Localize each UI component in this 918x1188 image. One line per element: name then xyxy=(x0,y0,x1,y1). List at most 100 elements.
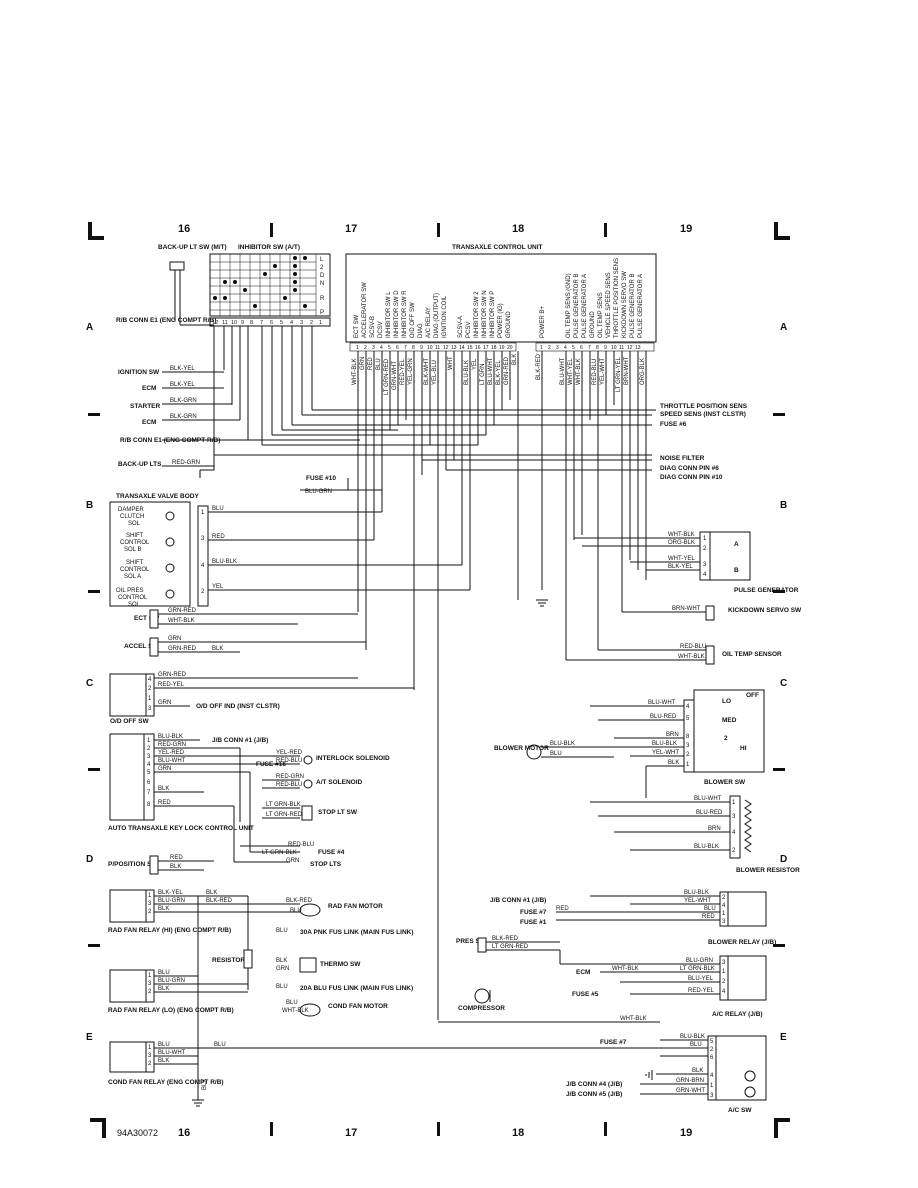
svg-text:8: 8 xyxy=(147,802,151,808)
svg-text:BLU-WHT: BLU-WHT xyxy=(158,1050,186,1056)
svg-text:A/C RELAY: A/C RELAY xyxy=(426,307,432,338)
blower-resistor-label: BLOWER RESISTOR xyxy=(736,867,800,874)
svg-text:BLK: BLK xyxy=(158,906,169,912)
svg-text:2: 2 xyxy=(320,265,324,271)
svg-text:A: A xyxy=(734,541,739,548)
svg-text:GRN-RED: GRN-RED xyxy=(504,356,510,385)
svg-text:1: 1 xyxy=(686,762,690,768)
wire-blk-yel-2: BLK-YEL xyxy=(170,382,195,388)
inhibitor-wires xyxy=(174,270,313,470)
svg-text:11: 11 xyxy=(222,320,228,326)
svg-text:BLK-RED: BLK-RED xyxy=(536,353,542,380)
svg-text:BLK-RED: BLK-RED xyxy=(492,936,519,942)
svg-text:P: P xyxy=(320,310,324,316)
svg-text:7: 7 xyxy=(260,320,263,326)
svg-text:LT GRN-RED: LT GRN-RED xyxy=(266,812,303,818)
svg-text:BLU-GRN: BLU-GRN xyxy=(686,958,713,964)
thermo-sw-label: THERMO SW xyxy=(320,961,361,968)
ac-sw-label: A/C SW xyxy=(728,1107,752,1114)
svg-text:GRN-WHT: GRN-WHT xyxy=(392,361,398,390)
svg-text:GROUND: GROUND xyxy=(506,311,512,338)
wire-blu-grn: BLU-GRN xyxy=(305,489,332,495)
rad-fan-relay-hi-label: RAD FAN RELAY (HI) (ENG COMPT R/B) xyxy=(108,927,231,934)
svg-text:BLK: BLK xyxy=(158,786,169,792)
accel-sw-label: ACCEL SW xyxy=(124,643,159,650)
label-rb-conn-e1-a: R/B CONN E1 (ENG COMPT R/B) xyxy=(116,317,216,324)
svg-text:WHT-BLK: WHT-BLK xyxy=(678,654,705,660)
svg-text:10: 10 xyxy=(231,320,237,326)
svg-text:BLU-BLK: BLU-BLK xyxy=(212,559,237,565)
svg-text:BLU-BLK: BLU-BLK xyxy=(680,1034,705,1040)
svg-text:RED: RED xyxy=(170,855,183,861)
svg-text:4: 4 xyxy=(201,563,205,569)
svg-text:BLK: BLK xyxy=(170,864,181,870)
svg-text:PULSE GENERATOR A: PULSE GENERATOR A xyxy=(582,274,588,338)
resistor-label: RESISTOR xyxy=(212,957,245,964)
svg-text:RED-YEL: RED-YEL xyxy=(400,358,406,385)
svg-text:BLK: BLK xyxy=(276,958,287,964)
svg-text:2: 2 xyxy=(148,686,152,692)
svg-text:BLU-BLK: BLU-BLK xyxy=(550,741,575,747)
column-label-19: 19 xyxy=(680,223,692,235)
svg-text:4: 4 xyxy=(722,903,726,909)
svg-text:4: 4 xyxy=(564,345,567,351)
svg-text:PCSV: PCSV xyxy=(466,322,472,338)
svg-text:BLK: BLK xyxy=(692,1068,703,1074)
svg-text:R: R xyxy=(320,296,325,302)
svg-text:GRN-RED: GRN-RED xyxy=(168,646,197,652)
svg-text:4: 4 xyxy=(148,677,152,683)
svg-text:4: 4 xyxy=(732,830,736,836)
svg-text:RED-BLU: RED-BLU xyxy=(592,359,598,385)
svg-text:GRN-RED: GRN-RED xyxy=(168,608,197,614)
svg-text:3: 3 xyxy=(148,901,152,907)
svg-text:SHIFT: SHIFT xyxy=(126,533,144,539)
column-ticks xyxy=(270,223,607,1136)
svg-text:8: 8 xyxy=(596,345,599,351)
svg-text:1: 1 xyxy=(703,536,707,542)
od-off-sw-label: O/D OFF SW xyxy=(110,718,150,725)
svg-text:14: 14 xyxy=(459,345,465,351)
svg-text:BLU-BLK: BLU-BLK xyxy=(694,844,719,850)
svg-text:2: 2 xyxy=(724,735,728,742)
ac-relay-label: A/C RELAY (J/B) xyxy=(712,1011,763,1018)
svg-text:GRN: GRN xyxy=(168,636,181,642)
svg-text:8: 8 xyxy=(250,320,253,326)
ref-speed-sens: SPEED SENS (INST CLSTR) xyxy=(660,411,746,418)
svg-text:4: 4 xyxy=(380,345,383,351)
svg-text:3: 3 xyxy=(703,562,707,568)
jb-conn-5: J/B CONN #5 (J/B) xyxy=(566,1091,622,1098)
stop-lt-sw xyxy=(301,805,313,821)
svg-text:OIL TEMP SENS (GND): OIL TEMP SENS (GND) xyxy=(566,273,572,338)
oil-temp-sensor xyxy=(705,645,715,665)
corner-mark-br xyxy=(774,1118,790,1138)
svg-text:SOL A: SOL A xyxy=(124,574,141,580)
tcu-pins-left: ECT SW ACCELERATOR SW SCSV-B DCSV INHIBI… xyxy=(354,282,512,338)
ground-icon-tcu xyxy=(536,599,548,607)
svg-text:GRN: GRN xyxy=(158,766,171,772)
svg-text:GRN-BRN: GRN-BRN xyxy=(676,1078,704,1084)
tcu-wire-labels: WHT-BLK GRN RED BLU LT GRN-RED GRN-WHT R… xyxy=(352,353,646,395)
svg-text:1: 1 xyxy=(148,893,152,899)
svg-text:WHT-BLK: WHT-BLK xyxy=(612,966,639,972)
od-off-ind: O/D OFF IND (INST CLSTR) xyxy=(196,703,280,710)
svg-text:SOL: SOL xyxy=(128,521,141,527)
svg-text:13: 13 xyxy=(451,345,457,351)
accel-sw xyxy=(149,637,159,657)
svg-text:YEL-GRN: YEL-GRN xyxy=(408,358,414,385)
svg-text:LO: LO xyxy=(722,698,731,705)
svg-text:5: 5 xyxy=(388,345,391,351)
row-label-d-left: D xyxy=(86,854,93,865)
wire-blk-grn-1: BLK-GRN xyxy=(170,398,197,404)
svg-text:BLU-WHT: BLU-WHT xyxy=(560,357,566,385)
svg-text:DAMPER: DAMPER xyxy=(118,507,144,513)
svg-text:20: 20 xyxy=(507,345,513,351)
svg-text:7: 7 xyxy=(404,345,407,351)
svg-text:YEL-WHT: YEL-WHT xyxy=(600,358,606,385)
row-label-b-left: B xyxy=(86,500,93,511)
svg-text:BLU: BLU xyxy=(158,1042,170,1048)
cond-fan-motor-icon xyxy=(299,1003,321,1017)
svg-text:RED-BLU: RED-BLU xyxy=(288,842,314,848)
